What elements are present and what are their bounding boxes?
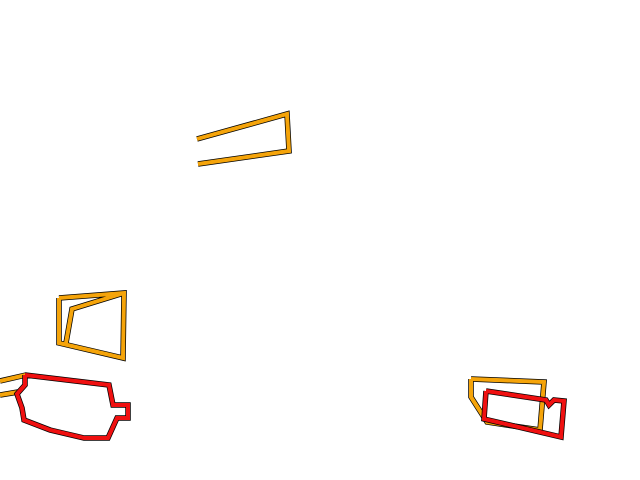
red-blob-bottom-left-stroke	[14, 373, 130, 440]
orange-quad-left	[56, 290, 127, 362]
red-blob-bottom-left	[13, 372, 131, 441]
red-quad-bottom-right-stroke	[481, 389, 567, 440]
orange-quad-top-stroke	[196, 111, 292, 166]
orange-quad-top	[196, 110, 292, 167]
red-quad-bottom-right	[481, 388, 567, 441]
orange-quad-left-stroke	[57, 290, 127, 361]
shape-layer	[0, 110, 567, 441]
